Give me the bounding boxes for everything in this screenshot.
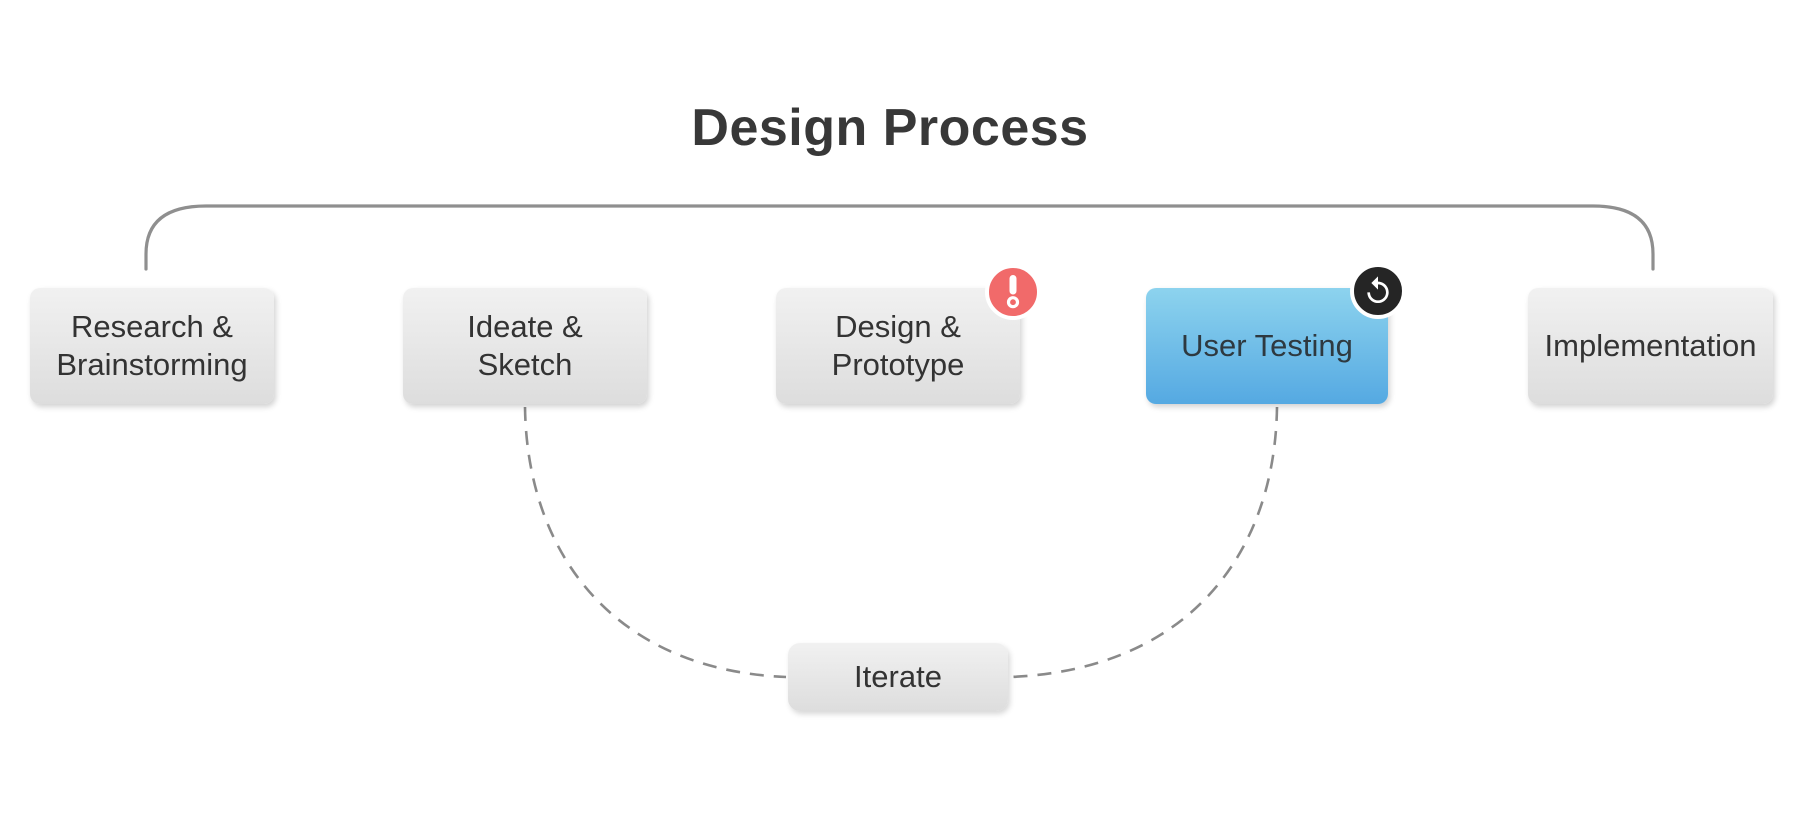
replay-badge[interactable] <box>1350 263 1406 319</box>
stage-user-testing[interactable]: User Testing <box>1146 288 1388 404</box>
iterate-label: Iterate <box>854 659 942 694</box>
stage-label: Ideate & Sketch <box>467 309 583 382</box>
stage-label: Implementation <box>1544 328 1757 363</box>
replay-icon <box>1367 276 1389 303</box>
iterate-curve-left <box>523 406 787 679</box>
stage-label: User Testing <box>1181 328 1353 363</box>
iterate-curve-right <box>1009 406 1279 679</box>
stage-research-brainstorming[interactable]: Research & Brainstorming <box>30 288 274 404</box>
stage-label: Research & Brainstorming <box>56 309 248 382</box>
iterate-node[interactable]: Iterate <box>788 643 1008 711</box>
exclamation-icon <box>1006 275 1020 309</box>
diagram-title: Design Process <box>691 99 1089 157</box>
stage-implementation[interactable]: Implementation <box>1528 288 1773 404</box>
feedback-bracket-line <box>144 204 1655 271</box>
stage-design-prototype[interactable]: Design & Prototype <box>776 288 1020 404</box>
stage-ideate-sketch[interactable]: Ideate & Sketch <box>403 288 647 404</box>
stage-label: Design & Prototype <box>831 309 965 382</box>
alert-badge[interactable] <box>985 264 1041 320</box>
